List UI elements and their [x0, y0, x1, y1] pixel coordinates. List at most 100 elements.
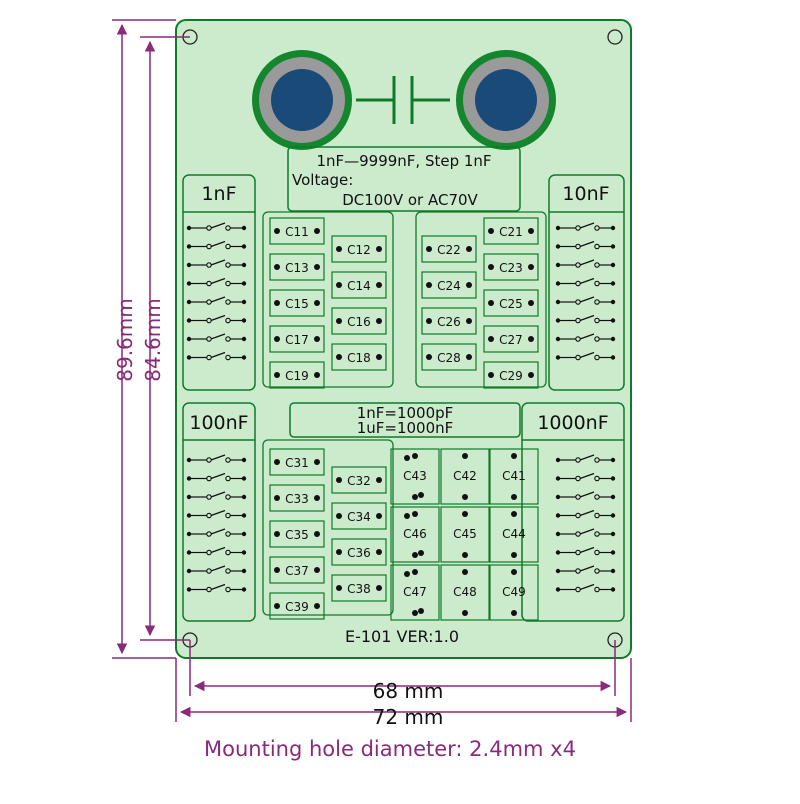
capacitor-label: C13 [285, 261, 309, 275]
conversion-line-1: 1nF=1000pF [357, 404, 454, 422]
switch-column-1000nF [555, 454, 616, 593]
capacitor-pad: C13 [269, 253, 325, 281]
capacitor-pad: C15 [269, 289, 325, 317]
capacitor-pad: C19 [269, 361, 325, 389]
dip-switch-row [186, 222, 247, 231]
capacitor-pad: C39 [269, 592, 325, 620]
dimension-width-outer: 72 mm [373, 705, 444, 729]
capacitor-pads: C11C13C15C17C19C12C14C16C18C22C24C26C28C… [269, 217, 539, 621]
capacitor-label: C42 [453, 469, 477, 483]
mounting-hole-note: Mounting hole diameter: 2.4mm x4 [204, 737, 576, 761]
capacitor-pad: C37 [269, 556, 325, 584]
bank-1nF: 1nF [182, 174, 256, 391]
dip-switch-row [555, 546, 616, 556]
capacitor-label: C25 [499, 297, 523, 311]
capacitor-pad: C28 [421, 343, 477, 371]
capacitor-label: C24 [437, 279, 461, 293]
capacitor-pad-large: C41 [489, 448, 539, 505]
dip-switch-row [186, 454, 247, 463]
capacitor-label: C29 [499, 369, 523, 383]
dimension-width-inner: 68 mm [373, 679, 444, 703]
dip-switch-row [186, 296, 247, 305]
capacitor-pad: C29 [483, 361, 539, 389]
dip-switch-row [186, 314, 247, 324]
dimension-height-inner: 84.6mm [141, 298, 165, 382]
capacitor-pad: C14 [331, 271, 387, 299]
capacitor-pad: C24 [421, 271, 477, 299]
capacitor-pad: C16 [331, 307, 387, 335]
capacitor-label: C11 [285, 225, 309, 239]
dip-switch-row [555, 222, 616, 231]
capacitor-pad: C35 [269, 520, 325, 548]
spec-line-range: 1nF—9999nF, Step 1nF [316, 152, 491, 170]
bank-label-1000nF: 1000nF [537, 412, 608, 434]
capacitor-label: C28 [437, 351, 461, 365]
dip-switch-row [186, 509, 247, 519]
capacitor-pad: C36 [331, 538, 387, 566]
cap-group-1-outline [262, 211, 394, 388]
spec-line-voltage: DC100V or AC70V [342, 191, 478, 209]
capacitor-label: C45 [453, 527, 477, 541]
mounting-hole-tr [607, 29, 623, 45]
dimension-lines [112, 19, 632, 722]
capacitor-label: C16 [347, 315, 371, 329]
capacitor-label: C23 [499, 261, 523, 275]
bank-100nF: 100nF [182, 402, 256, 622]
capacitor-label: C22 [437, 243, 461, 257]
capacitor-pad: C17 [269, 325, 325, 353]
dip-switch-row [555, 583, 616, 593]
capacitor-label: C41 [502, 469, 526, 483]
capacitor-pad-large: C42 [440, 448, 490, 505]
capacitor-pad: C38 [331, 574, 387, 602]
capacitor-pad-large: C49 [489, 564, 539, 621]
capacitor-label: C35 [285, 528, 309, 542]
dip-switch-row [186, 565, 247, 574]
capacitor-label: C48 [453, 585, 477, 599]
dip-switch-row [555, 509, 616, 519]
capacitor-label: C15 [285, 297, 309, 311]
dip-switch-row [555, 454, 616, 463]
capacitor-label: C17 [285, 333, 309, 347]
bank-label-1nF: 1nF [201, 183, 236, 205]
dimension-height-outer: 89.6mm [113, 298, 137, 382]
dip-switch-row [555, 296, 616, 305]
dip-switch-row [555, 528, 616, 537]
capacitor-label: C38 [347, 582, 371, 596]
capacitor-pad-large: C43 [390, 448, 440, 505]
capacitor-pad: C11 [269, 217, 325, 245]
dip-switch-row [186, 583, 247, 593]
capacitor-label: C14 [347, 279, 371, 293]
capacitor-pad: C22 [421, 235, 477, 263]
dip-switch-row [186, 259, 247, 268]
capacitor-symbol-icon [356, 76, 450, 124]
dip-switch-row [555, 333, 616, 342]
switch-column-10nF [555, 222, 616, 361]
spec-box: 1nF—9999nF, Step 1nF Voltage: DC100V or … [287, 146, 521, 212]
capacitor-pad: C21 [483, 217, 539, 245]
capacitor-label: C39 [285, 600, 309, 614]
capacitor-pad: C33 [269, 484, 325, 512]
switch-column-1nF [186, 222, 247, 361]
dip-switch-row [186, 472, 247, 482]
capacitor-label: C36 [347, 546, 371, 560]
bank-1000nF: 1000nF [521, 402, 625, 622]
dip-switch-row [186, 491, 247, 500]
capacitor-label: C49 [502, 585, 526, 599]
dip-switch-row [186, 546, 247, 556]
capacitor-label: C31 [285, 456, 309, 470]
capacitor-pad-large: C47 [390, 564, 440, 621]
dip-switch-row [186, 333, 247, 342]
capacitor-label: C46 [403, 527, 427, 541]
cap-group-2-outline [415, 211, 547, 388]
conversion-line-2: 1uF=1000nF [357, 419, 454, 437]
capacitor-label: C44 [502, 527, 526, 541]
capacitor-label: C37 [285, 564, 309, 578]
bank-label-10nF: 10nF [562, 183, 609, 205]
dip-switch-row [555, 277, 616, 287]
capacitor-label: C26 [437, 315, 461, 329]
capacitor-pad: C25 [483, 289, 539, 317]
dip-switch-row [555, 351, 616, 361]
capacitor-pad-large: C44 [489, 506, 539, 563]
bank-label-100nF: 100nF [189, 412, 248, 434]
